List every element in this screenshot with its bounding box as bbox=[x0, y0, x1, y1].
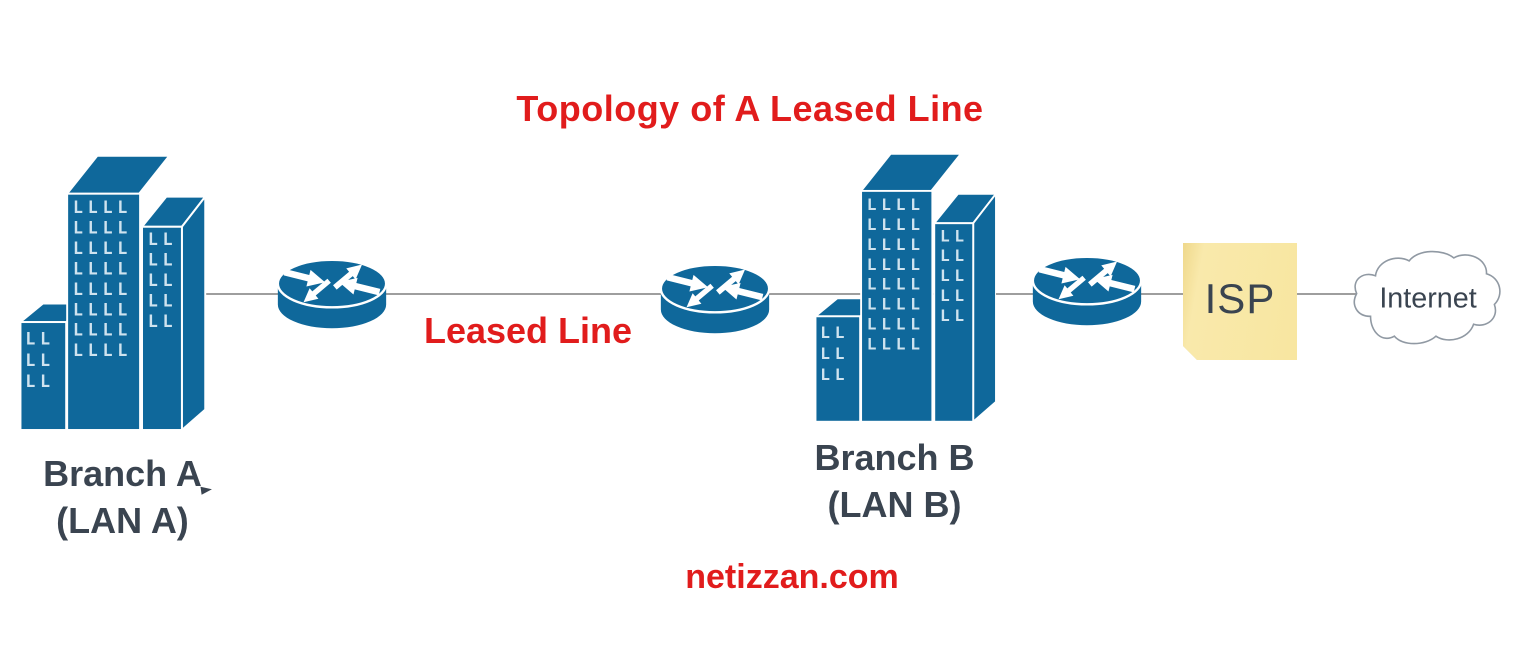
svg-text:LL: LL bbox=[940, 306, 969, 325]
svg-text:LL: LL bbox=[940, 286, 969, 305]
svg-text:LL: LL bbox=[820, 365, 849, 384]
svg-text:LL: LL bbox=[25, 372, 55, 391]
office-building-icon: LLLL LLLL LLLL LLLL LLLL LLLL LLLL LLLL … bbox=[17, 154, 208, 430]
branch-b-name: Branch B bbox=[814, 437, 975, 478]
router-icon bbox=[276, 258, 388, 329]
svg-text:LL: LL bbox=[148, 292, 178, 311]
branch-b-caption: Branch B (LAN B) bbox=[782, 434, 1007, 528]
svg-text:LL: LL bbox=[25, 351, 55, 370]
svg-text:LL: LL bbox=[940, 266, 969, 285]
svg-text:LLLL: LLLL bbox=[867, 275, 925, 294]
svg-text:LL: LL bbox=[820, 344, 849, 363]
svg-text:LLLL: LLLL bbox=[73, 219, 132, 238]
cursor-icon bbox=[200, 485, 213, 495]
svg-text:LL: LL bbox=[940, 246, 969, 265]
branch-b-lan: (LAN B) bbox=[827, 484, 962, 525]
svg-text:LLLL: LLLL bbox=[73, 239, 132, 258]
svg-text:LLLL: LLLL bbox=[867, 215, 925, 234]
branch-a-lan: (LAN A) bbox=[56, 500, 189, 541]
svg-text:LL: LL bbox=[940, 226, 969, 245]
isp-label: ISP bbox=[1204, 274, 1276, 322]
office-building-icon: LLLL LLLL LLLL LLLL LLLL LLLL LLLL LLLL … bbox=[812, 152, 996, 422]
svg-text:LL: LL bbox=[148, 230, 178, 249]
svg-text:LLLL: LLLL bbox=[73, 341, 132, 360]
svg-text:LL: LL bbox=[820, 323, 849, 342]
svg-text:LLLL: LLLL bbox=[73, 280, 132, 299]
svg-text:LLLL: LLLL bbox=[73, 321, 132, 340]
leased-line-label: Leased Line bbox=[423, 310, 633, 351]
diagram-title: Topology of A Leased Line bbox=[516, 88, 984, 129]
svg-text:LL: LL bbox=[148, 251, 178, 270]
building-windows: LLLL LLLL LLLL LLLL LLLL LLLL LLLL LLLL … bbox=[25, 198, 178, 391]
svg-text:LLLL: LLLL bbox=[867, 195, 925, 214]
router-icon bbox=[659, 263, 771, 334]
internet-label: Internet bbox=[1379, 282, 1476, 314]
branch-a-caption: Branch A (LAN A) bbox=[10, 450, 235, 544]
svg-text:LLLL: LLLL bbox=[73, 300, 132, 319]
sticky-note-icon: ISP bbox=[1183, 243, 1297, 360]
svg-text:LLLL: LLLL bbox=[73, 259, 132, 278]
note-fold-corner bbox=[1183, 346, 1197, 360]
svg-text:LL: LL bbox=[148, 271, 178, 290]
svg-text:LLLL: LLLL bbox=[867, 255, 925, 274]
router-icon bbox=[1031, 255, 1143, 326]
leased-line-wire bbox=[190, 293, 1365, 295]
building-windows: LLLL LLLL LLLL LLLL LLLL LLLL LLLL LLLL … bbox=[820, 195, 969, 384]
svg-text:LLLL: LLLL bbox=[867, 315, 925, 334]
svg-text:LL: LL bbox=[25, 329, 55, 348]
svg-text:LLLL: LLLL bbox=[73, 198, 132, 217]
svg-text:LLLL: LLLL bbox=[867, 235, 925, 254]
svg-text:LL: LL bbox=[148, 312, 178, 331]
branch-a-name: Branch A bbox=[43, 453, 202, 494]
cloud-icon: Internet bbox=[1353, 250, 1501, 345]
svg-text:LLLL: LLLL bbox=[867, 335, 925, 354]
svg-text:LLLL: LLLL bbox=[867, 295, 925, 314]
watermark: netizzan.com bbox=[685, 558, 899, 596]
